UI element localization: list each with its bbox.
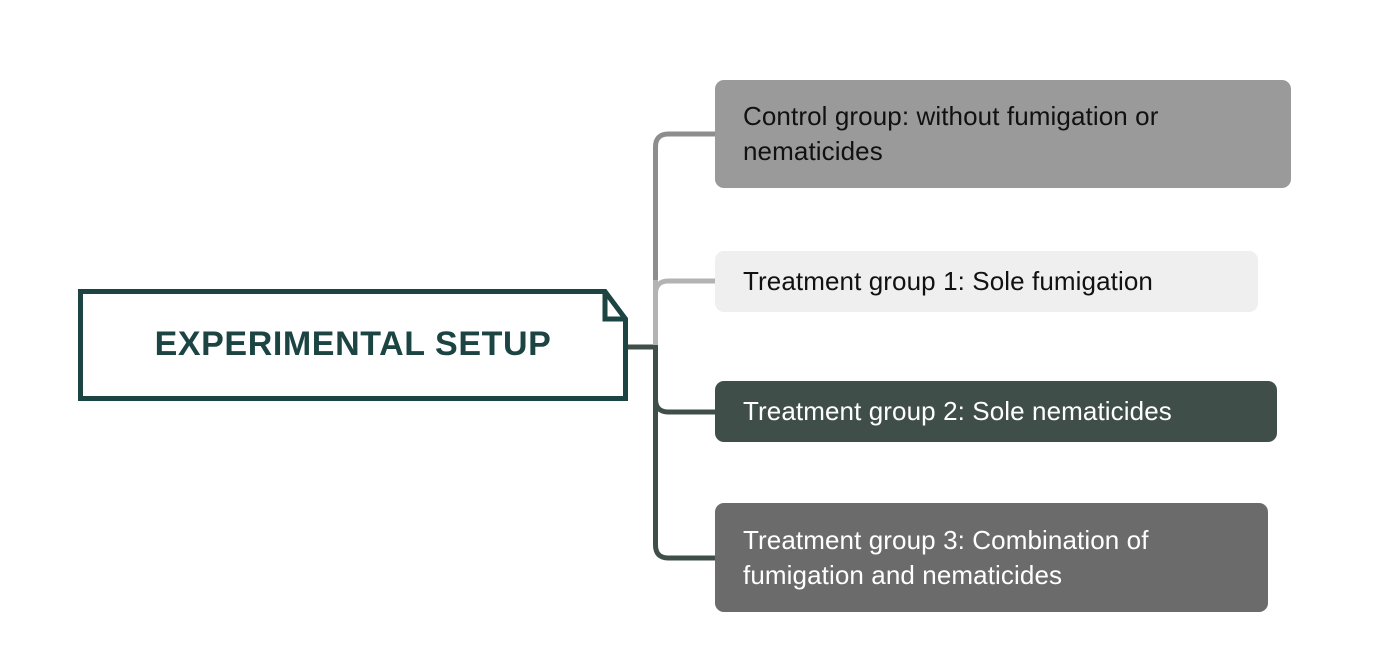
branch-box-treatment-group-1[interactable]: Treatment group 1: Sole fumigation	[715, 251, 1258, 312]
branch-box-control-group[interactable]: Control group: without fumigation or nem…	[715, 80, 1291, 188]
branch-label-treatment-group-1: Treatment group 1: Sole fumigation	[743, 266, 1153, 296]
root-node[interactable]: EXPERIMENTAL SETUP	[78, 289, 628, 401]
connector-branch-treatment-group-3	[653, 400, 716, 561]
branch-label-treatment-group-2: Treatment group 2: Sole nematicides	[743, 396, 1172, 426]
root-node-label: EXPERIMENTAL SETUP	[154, 324, 552, 363]
fold-crease	[602, 291, 626, 322]
branch-label-control-group: Control group: without fumigation or nem…	[743, 101, 1159, 166]
connector-branch-control-group	[653, 131, 716, 280]
branch-label-treatment-group-3: Treatment group 3: Combination of fumiga…	[743, 524, 1149, 590]
connector-branch-treatment-group-1	[653, 278, 716, 300]
folded-corner-outline	[78, 289, 628, 401]
connector-branch-treatment-group-2	[653, 398, 716, 415]
branch-box-treatment-group-3[interactable]: Treatment group 3: Combination of fumiga…	[715, 503, 1268, 612]
branch-box-treatment-group-2[interactable]: Treatment group 2: Sole nematicides	[715, 381, 1277, 442]
root-node-shape	[78, 289, 628, 401]
